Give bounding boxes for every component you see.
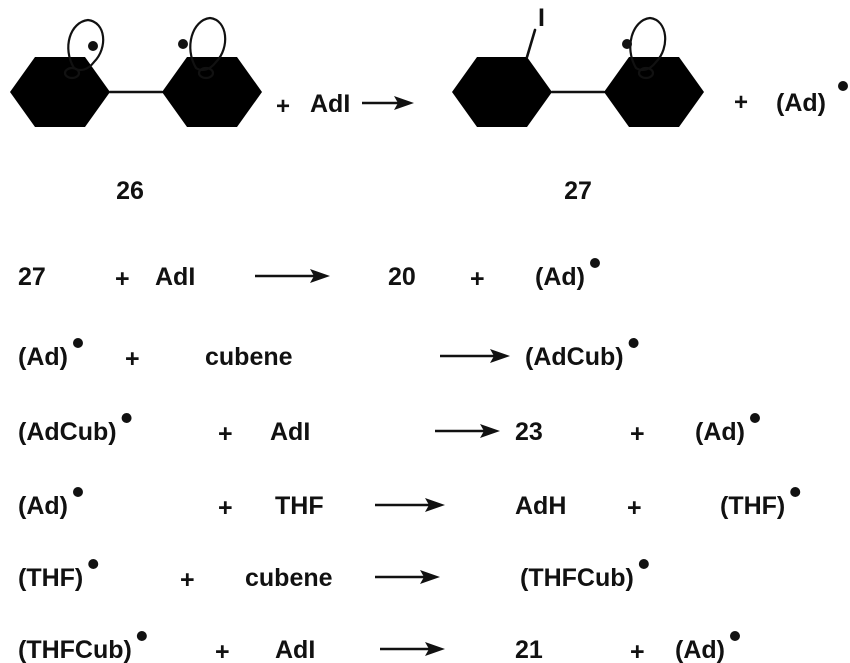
- reactant-2: THF: [275, 492, 324, 520]
- reactant-2: cubene: [205, 343, 293, 371]
- product-1: (THFCub): [520, 564, 634, 592]
- product-2: (Ad): [695, 418, 745, 446]
- product-1: AdH: [515, 492, 566, 520]
- reaction-row: (Ad) + cubene (AdCub): [18, 338, 639, 373]
- reactant-1: 27: [18, 263, 46, 291]
- reaction-row: (Ad) + THF AdH + (THF): [18, 487, 801, 522]
- iodocubyl-cage: [452, 57, 552, 127]
- reaction-arrow: [440, 349, 510, 363]
- radical-dot: [628, 338, 639, 348]
- product-1: 20: [388, 263, 416, 291]
- radical-orbital-right: [178, 16, 227, 80]
- radical-dot: [88, 41, 98, 51]
- plus-sign: +: [115, 265, 130, 293]
- radical-dot: [729, 631, 740, 641]
- reactant-1: (THFCub): [18, 636, 132, 663]
- reaction-row: 27 + AdI 20 + (Ad): [18, 258, 600, 293]
- radical-dot: [136, 631, 147, 641]
- reaction-arrow: [375, 498, 445, 512]
- product-2: (Ad): [535, 263, 585, 291]
- reaction-arrow: [362, 96, 414, 110]
- product-1: 21: [515, 636, 543, 663]
- plus-sign: +: [125, 345, 140, 373]
- plus-sign: +: [630, 420, 645, 448]
- product-2: (THF): [720, 492, 785, 520]
- plus-sign: +: [734, 89, 748, 116]
- cubyl-radical-cage: [604, 57, 704, 127]
- reaction-row: (AdCub) + AdI 23 + (Ad): [18, 413, 760, 448]
- radical-dot: [121, 413, 132, 423]
- reactant-2: cubene: [245, 564, 333, 592]
- reaction-arrow: [375, 570, 440, 584]
- radical-dot: [178, 39, 188, 49]
- plus-sign: +: [627, 494, 642, 522]
- reagent-adi: AdI: [310, 90, 350, 118]
- plus-sign: +: [276, 93, 290, 120]
- radical-dot: [72, 487, 83, 497]
- radical-dot: [638, 559, 649, 569]
- radical-dot: [790, 487, 801, 497]
- reaction-arrow: [255, 269, 330, 283]
- cubyl-left-cage: [10, 57, 110, 127]
- radical-orbital: [622, 16, 667, 80]
- reaction-row: (THF) + cubene (THFCub): [18, 559, 649, 594]
- radical-orbital-left: [63, 18, 105, 80]
- radical-dot: [72, 338, 83, 348]
- radical-dot: [589, 258, 600, 268]
- carbon-iodine-bond: [525, 28, 537, 59]
- compound-26-structure: [10, 57, 262, 127]
- iodine-atom-label: I: [538, 4, 545, 32]
- radical-dot: [838, 81, 848, 91]
- plus-sign: +: [218, 494, 233, 522]
- radical-dot: [622, 39, 632, 49]
- plus-sign: +: [215, 638, 230, 663]
- compound-27-label: 27: [564, 177, 592, 205]
- compound-27-structure: [452, 28, 704, 127]
- product-1: (AdCub): [525, 343, 624, 371]
- radical-dot: [749, 413, 760, 423]
- plus-sign: +: [180, 566, 195, 594]
- product-1: 23: [515, 418, 543, 446]
- reaction-list: 27 + AdI 20 + (Ad) (Ad) + cubene (AdCub) (AdCub) + A…: [18, 258, 801, 663]
- plus-sign: +: [630, 638, 645, 663]
- ad-radical-product: (Ad): [776, 89, 826, 117]
- reactant-1: (Ad): [18, 343, 68, 371]
- reaction-row: (THFCub) + AdI 21 + (Ad): [18, 631, 740, 663]
- reaction-arrow: [380, 642, 445, 656]
- radical-dot: [88, 559, 99, 569]
- reactant-1: (THF): [18, 564, 83, 592]
- reactant-1: (Ad): [18, 492, 68, 520]
- compound-26-label: 26: [116, 177, 144, 205]
- product-2: (Ad): [675, 636, 725, 663]
- plus-sign: +: [218, 420, 233, 448]
- plus-sign: +: [470, 265, 485, 293]
- reactant-2: AdI: [270, 418, 310, 446]
- reactant-1: (AdCub): [18, 418, 117, 446]
- reactant-2: AdI: [275, 636, 315, 663]
- reactant-2: AdI: [155, 263, 195, 291]
- reaction-arrow: [435, 424, 500, 438]
